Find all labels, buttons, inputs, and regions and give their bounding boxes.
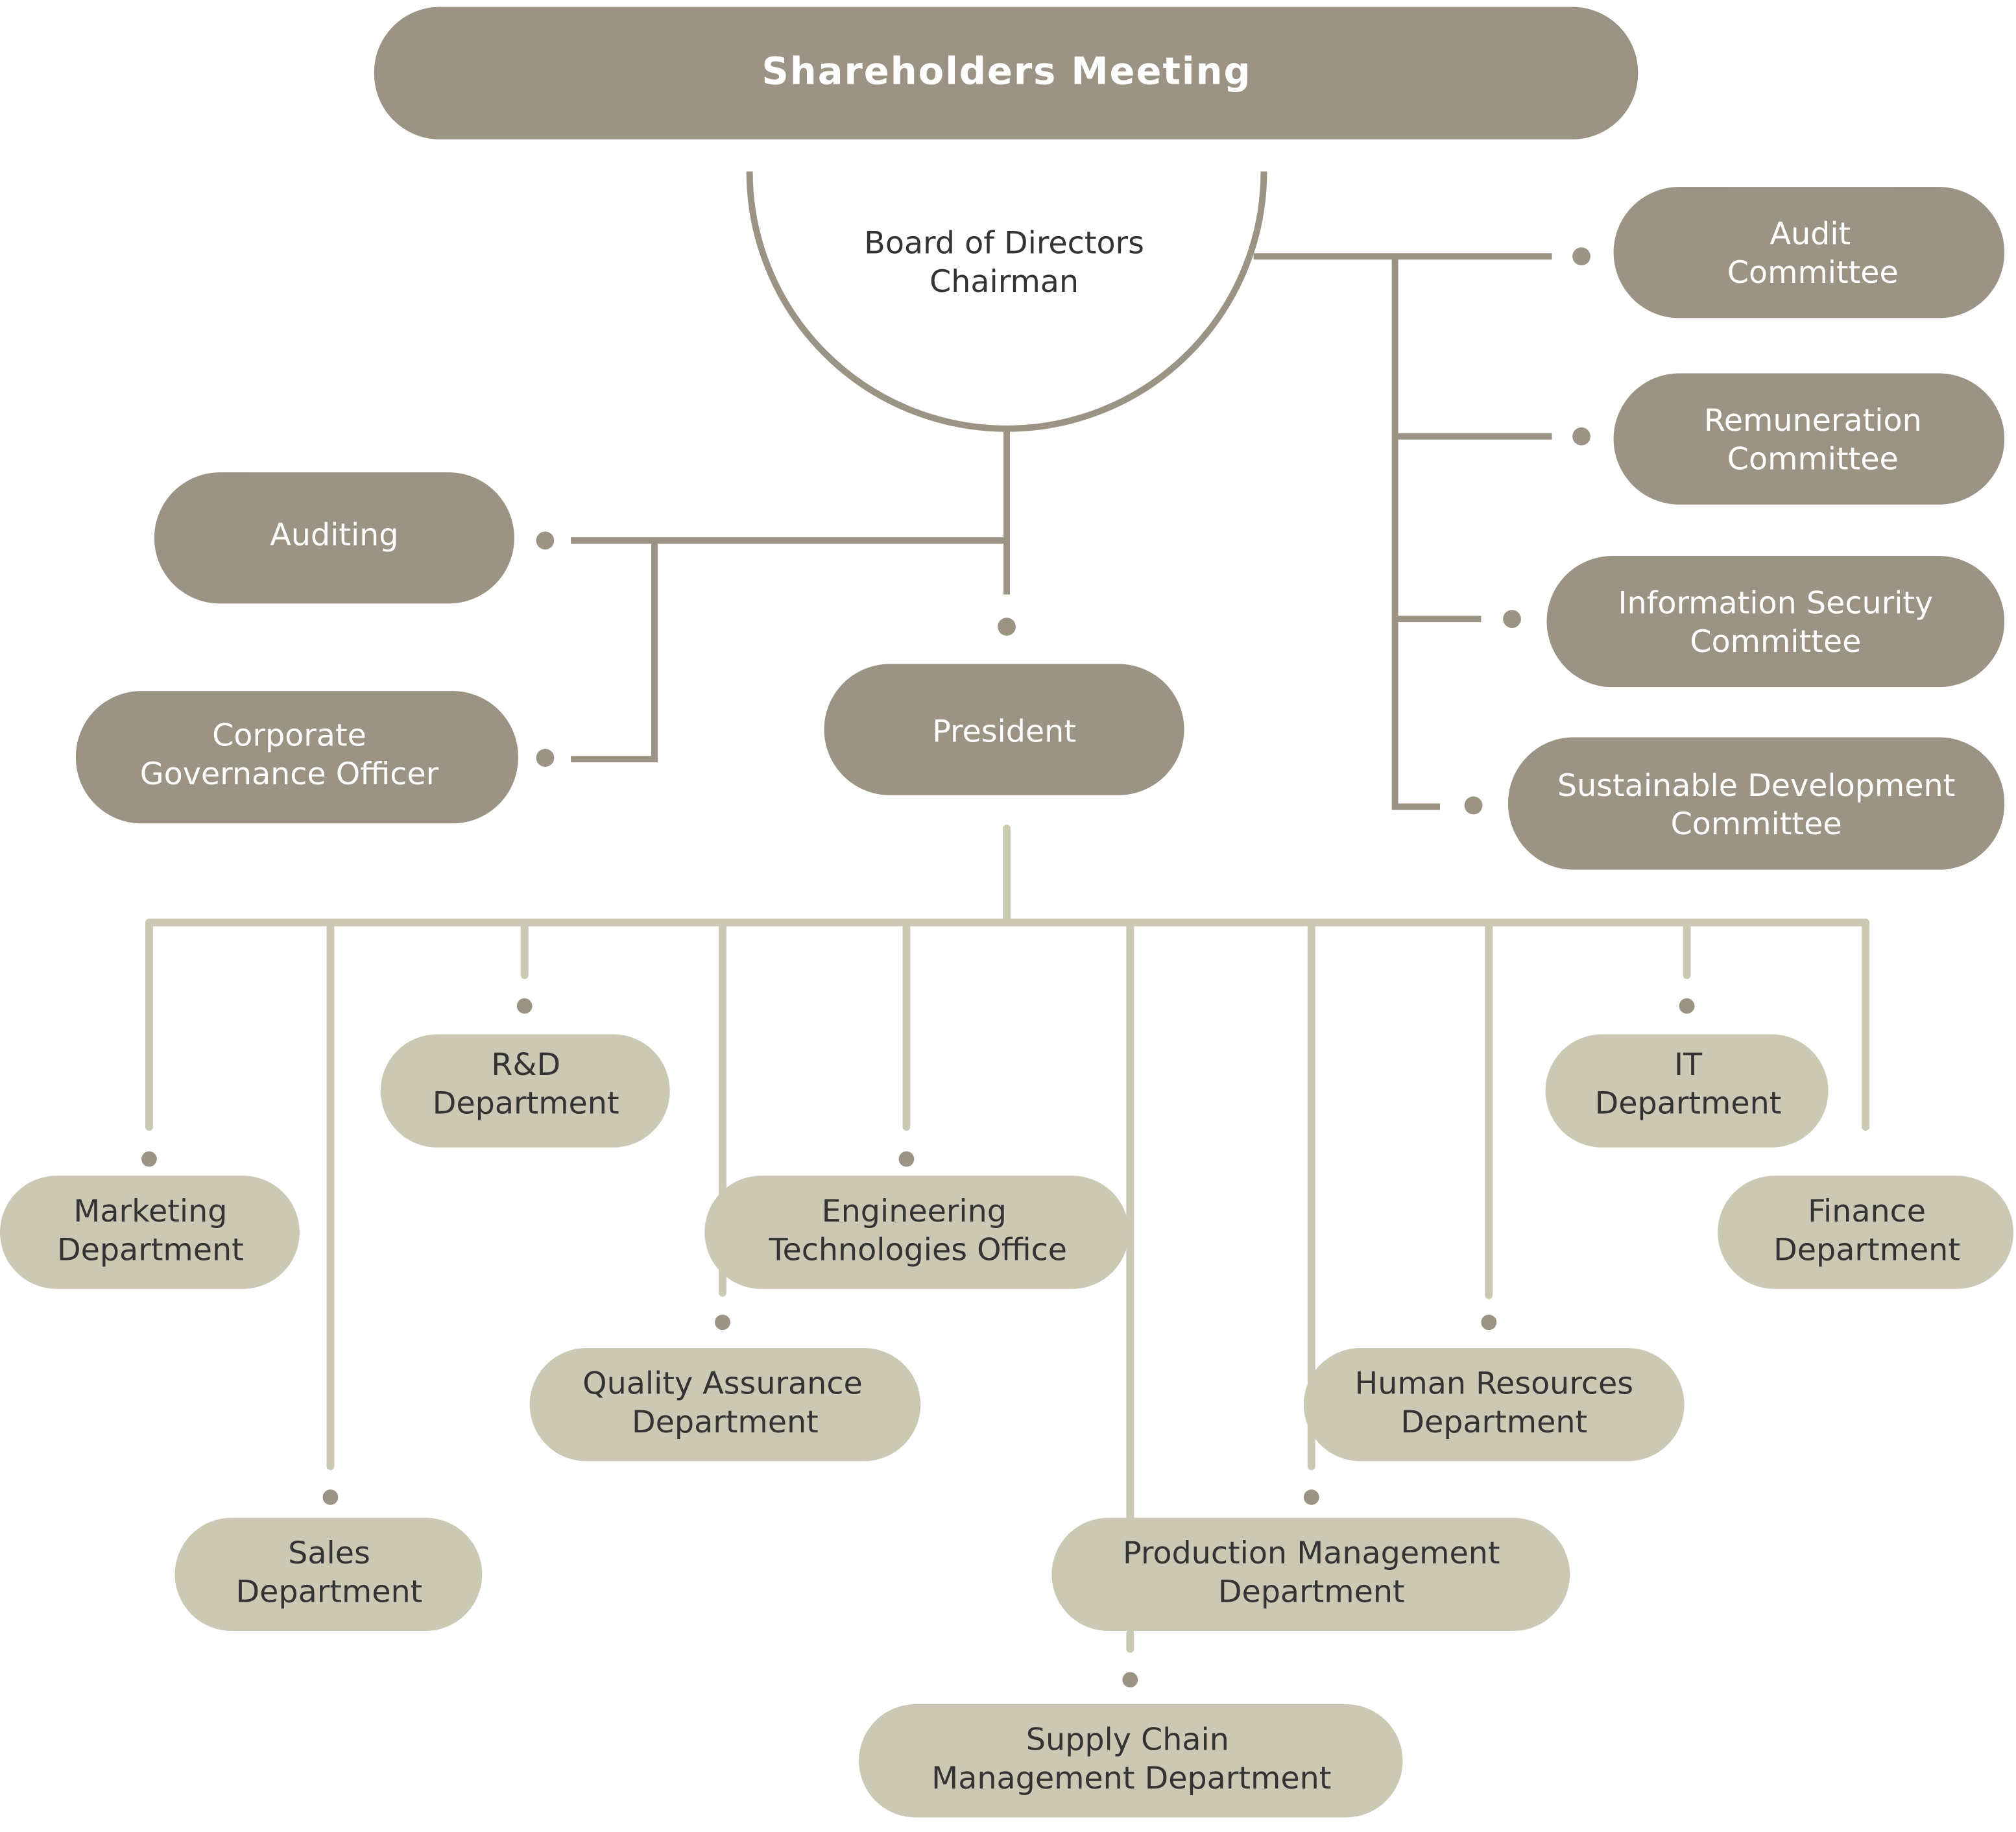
- connector-dot: [536, 749, 555, 767]
- connector-dot: [998, 618, 1016, 636]
- department-label: Quality Assurance: [582, 1366, 863, 1401]
- committee-label: Information Security: [1618, 585, 1933, 621]
- marketing-department-node[interactable]: Marketing Department: [0, 1175, 300, 1289]
- audit-committee-node[interactable]: Audit Committee: [1613, 187, 2005, 319]
- engineering-technologies-office-node[interactable]: Engineering Technologies Office: [704, 1175, 1129, 1289]
- cgo-label-line2: Governance Officer: [140, 756, 439, 792]
- shareholders-meeting-node[interactable]: Shareholders Meeting: [374, 6, 1638, 139]
- remuneration-committee-node[interactable]: Remuneration Committee: [1613, 373, 2005, 505]
- department-bus-line: [145, 825, 1870, 926]
- board-semicircle: [746, 171, 1267, 432]
- connector-dot: [1503, 610, 1521, 628]
- supply-chain-management-department-node[interactable]: Supply Chain Management Department: [859, 1704, 1403, 1818]
- connector-dot: [1481, 1314, 1497, 1331]
- cgo-label-line1: Corporate: [212, 717, 366, 753]
- department-label: Department: [632, 1404, 819, 1440]
- connector-dot: [1303, 1489, 1319, 1505]
- auditing-node[interactable]: Auditing: [154, 472, 514, 604]
- president-node[interactable]: President: [824, 664, 1184, 795]
- upper-connectors: [536, 171, 1590, 815]
- connector-dot: [1679, 998, 1695, 1014]
- department-label: IT: [1674, 1047, 1703, 1083]
- department-connectors: [141, 825, 1870, 1688]
- department-label: Sales: [288, 1536, 370, 1571]
- department-label: Department: [1773, 1232, 1960, 1268]
- connector-dot: [141, 1151, 157, 1167]
- president-label: President: [932, 714, 1076, 750]
- department-label: Department: [57, 1232, 244, 1268]
- connector-dot: [1464, 796, 1483, 815]
- connector-dot: [898, 1151, 915, 1167]
- connector-dot: [516, 998, 533, 1014]
- department-label: Department: [1595, 1085, 1782, 1121]
- committee-branch-line: [1253, 253, 1552, 810]
- department-label: Supply Chain: [1026, 1722, 1229, 1758]
- quality-assurance-department-node[interactable]: Quality Assurance Department: [529, 1348, 921, 1462]
- board-of-directors-node[interactable]: Board of Directors Chairman: [864, 225, 1144, 299]
- connector-dot: [1572, 247, 1590, 266]
- department-label: Marketing: [73, 1194, 227, 1229]
- committee-label: Committee: [1671, 806, 1842, 842]
- committee-label: Sustainable Development: [1557, 768, 1955, 804]
- committee-label: Committee: [1727, 255, 1899, 291]
- department-label: R&D: [491, 1047, 560, 1083]
- connector-dot: [322, 1489, 339, 1505]
- finance-department-node[interactable]: Finance Department: [1718, 1175, 2014, 1289]
- board-label: Board of Directors: [864, 225, 1144, 261]
- committee-label: Remuneration: [1704, 403, 1922, 439]
- department-label: Department: [1400, 1404, 1587, 1440]
- shareholders-label: Shareholders Meeting: [762, 49, 1251, 93]
- department-label: Department: [433, 1085, 619, 1121]
- information-security-committee-node[interactable]: Information Security Committee: [1546, 556, 2005, 688]
- human-resources-department-node[interactable]: Human Resources Department: [1303, 1348, 1685, 1462]
- department-label: Technologies Office: [769, 1232, 1067, 1268]
- department-label: Production Management: [1123, 1536, 1500, 1571]
- committee-label: Committee: [1690, 624, 1861, 660]
- rd-department-node[interactable]: R&D Department: [380, 1034, 670, 1148]
- department-label: Department: [1218, 1574, 1405, 1610]
- department-label: Management Department: [931, 1761, 1331, 1796]
- connector-dot: [1122, 1672, 1138, 1688]
- connector-dot: [1572, 427, 1590, 446]
- auditing-label: Auditing: [270, 517, 398, 553]
- chairman-label: Chairman: [930, 264, 1079, 300]
- department-label: Human Resources: [1354, 1366, 1633, 1401]
- department-drop-lines: [145, 918, 1870, 1653]
- committee-label: Audit: [1770, 216, 1851, 252]
- left-branch-line: [571, 537, 1007, 763]
- department-label: Engineering: [822, 1194, 1007, 1229]
- production-management-department-node[interactable]: Production Management Department: [1051, 1517, 1570, 1632]
- department-label: Finance: [1808, 1194, 1926, 1229]
- committee-label: Committee: [1727, 441, 1899, 477]
- connector-dot: [715, 1314, 730, 1331]
- department-label: Department: [236, 1574, 423, 1610]
- it-department-node[interactable]: IT Department: [1545, 1034, 1829, 1148]
- sustainable-development-committee-node[interactable]: Sustainable Development Committee: [1508, 737, 2005, 870]
- sales-department-node[interactable]: Sales Department: [174, 1517, 483, 1632]
- corporate-governance-officer-node[interactable]: Corporate Governance Officer: [75, 691, 518, 824]
- connector-dot: [536, 531, 555, 550]
